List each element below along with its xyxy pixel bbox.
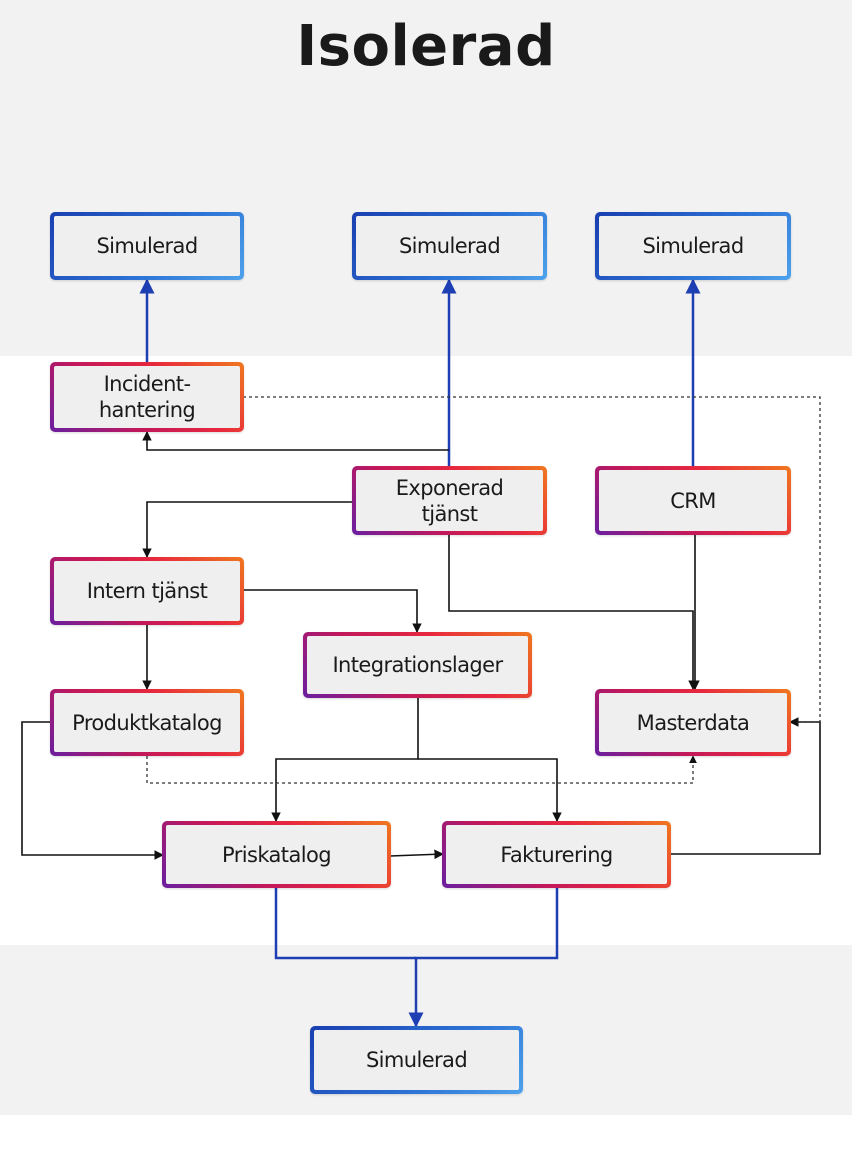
- exposed-service-node[interactable]: Exponerad tjänst: [352, 466, 547, 535]
- connector-product-catalog-to-masterdata-dotted: [146, 755, 697, 784]
- crm-node[interactable]: CRM: [595, 466, 791, 535]
- simulated-system-bottom[interactable]: Simulerad: [310, 1026, 523, 1094]
- simulated-system-middle[interactable]: Simulerad: [352, 212, 547, 280]
- node-label: Simulerad: [54, 216, 240, 276]
- node-label: Exponerad tjänst: [356, 470, 543, 531]
- node-label: Intern tjänst: [54, 561, 240, 621]
- connector-product-catalog-to-price-catalog: [21, 721, 164, 860]
- billing-node[interactable]: Fakturering: [442, 821, 671, 888]
- simulated-system-left[interactable]: Simulerad: [50, 212, 244, 280]
- diagram-title: Isolerad: [296, 14, 556, 79]
- connector-price-catalog-to-billing: [389, 849, 444, 860]
- connector-exposed-to-incident: [142, 431, 449, 451]
- connector-integration-to-billing: [418, 758, 562, 822]
- masterdata-node[interactable]: Masterdata: [595, 689, 791, 756]
- isolated-zone-top: [0, 0, 852, 356]
- node-label: Simulerad: [356, 216, 543, 276]
- connector-price-catalog-to-simulated: [274, 888, 416, 960]
- node-label: Integrationslager: [307, 636, 528, 694]
- connector-integration-to-price-catalog: [271, 698, 419, 822]
- node-label: Priskatalog: [166, 825, 387, 884]
- connector-exposed-to-masterdata: [448, 535, 698, 690]
- node-label: Simulerad: [314, 1030, 519, 1090]
- product-catalog-node[interactable]: Produktkatalog: [50, 689, 244, 756]
- node-label: Produktkatalog: [54, 693, 240, 752]
- simulated-system-right[interactable]: Simulerad: [595, 212, 791, 280]
- node-label: Simulerad: [599, 216, 787, 276]
- connector-incident-to-masterdata-dotted: [243, 396, 821, 726]
- internal-service-node[interactable]: Intern tjänst: [50, 557, 244, 625]
- connector-exposed-to-internal: [142, 501, 353, 558]
- connector-billing-to-masterdata: [670, 717, 821, 855]
- price-catalog-node[interactable]: Priskatalog: [162, 821, 391, 888]
- node-label: Fakturering: [446, 825, 667, 884]
- node-label: Masterdata: [599, 693, 787, 752]
- incident-management-node[interactable]: Incident- hantering: [50, 362, 244, 432]
- connector-internal-to-integration: [243, 589, 422, 633]
- integration-layer-node[interactable]: Integrationslager: [303, 632, 532, 698]
- node-label: CRM: [599, 470, 787, 531]
- node-label: Incident- hantering: [54, 366, 240, 428]
- connector-billing-to-simulated: [408, 888, 559, 1028]
